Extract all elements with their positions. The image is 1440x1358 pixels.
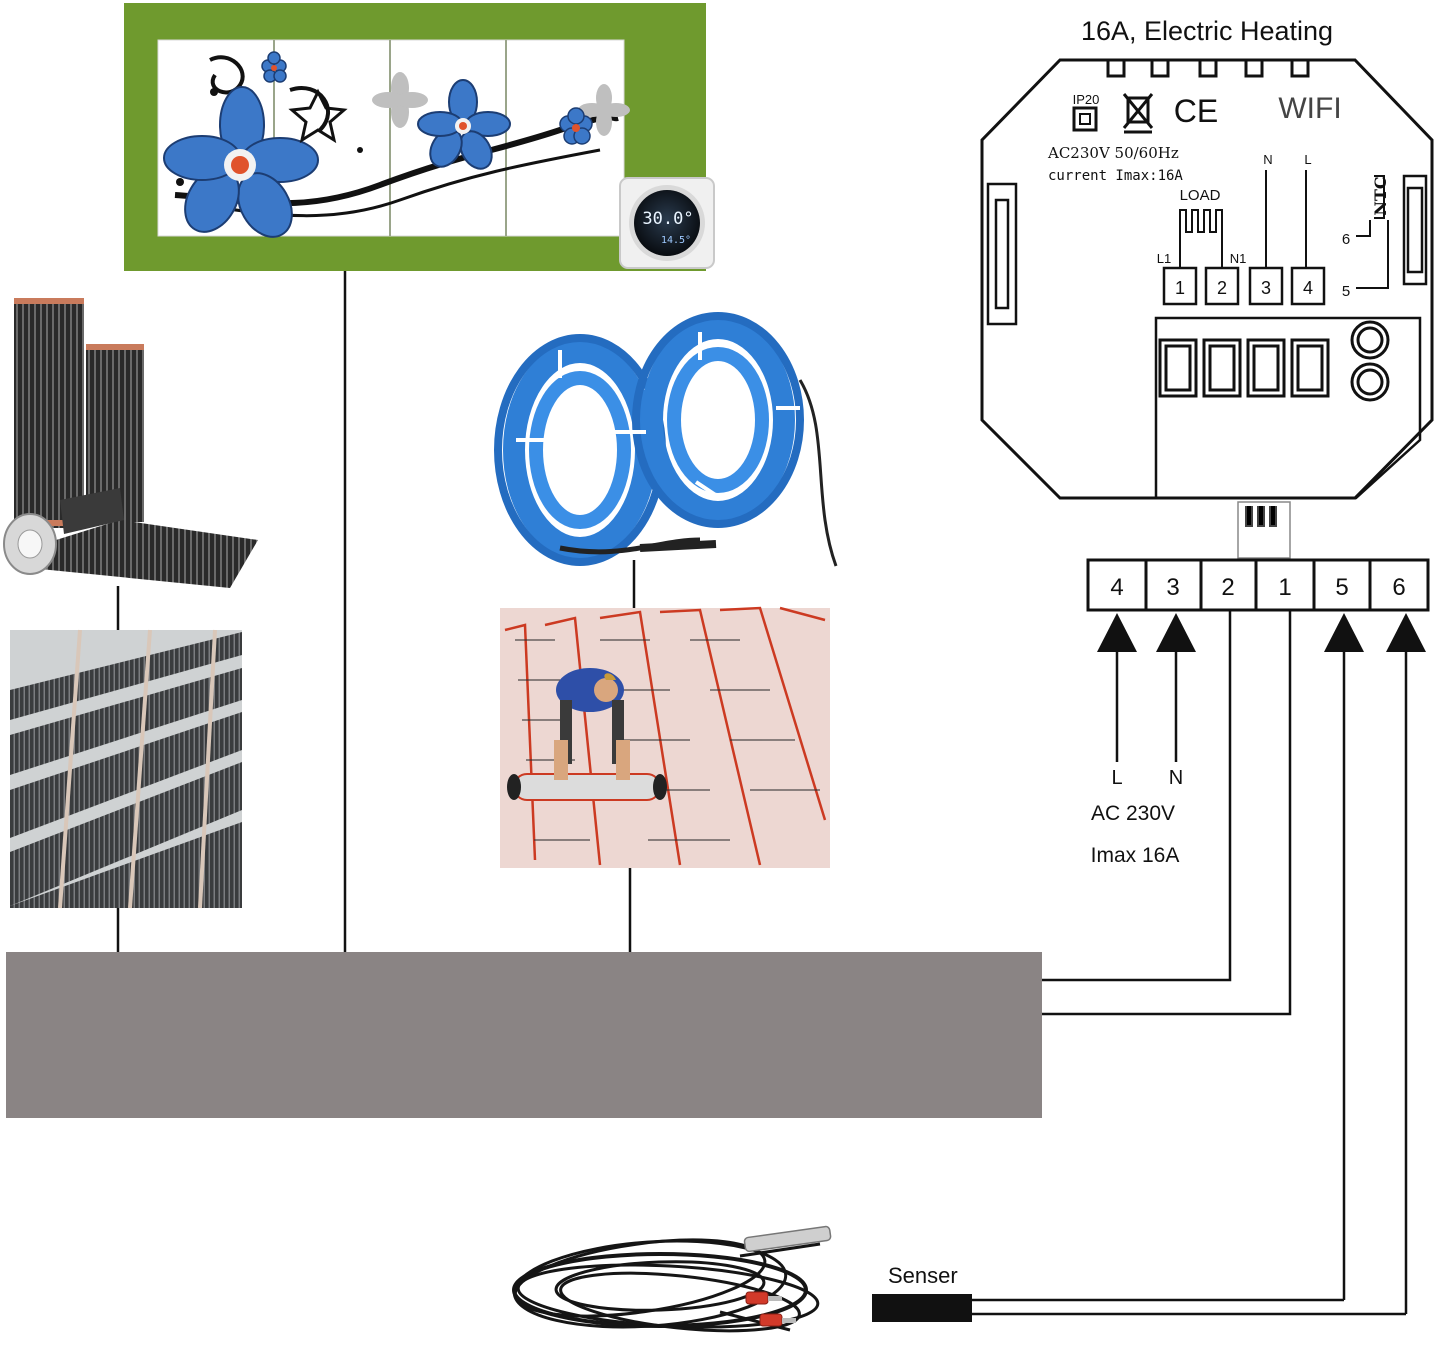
supply-voltage-label: AC 230V — [1091, 802, 1175, 825]
diagram-title: 16A, Electric Heating — [1081, 16, 1333, 46]
block-terminal-6: 6 — [1392, 574, 1405, 601]
device-terminal-2: 2 — [1217, 278, 1227, 298]
sensor-label: Senser — [888, 1263, 958, 1288]
load-wire-terminal-2 — [1042, 610, 1232, 982]
ce-mark-icon: CE — [1174, 93, 1218, 129]
n-label: N — [1263, 152, 1272, 167]
block-terminal-3: 3 — [1166, 574, 1179, 601]
wall-panel-photo: 30.0° 14.5° — [124, 3, 715, 271]
load-wire-terminal-1 — [1042, 610, 1292, 1016]
ip-rating-label: IP20 — [1073, 92, 1100, 107]
load-coil-icon — [1179, 209, 1223, 268]
heating-mat-installation-photo — [500, 606, 830, 868]
device-terminal-1: 1 — [1175, 278, 1185, 298]
thermostat-temperature: 30.0° — [642, 209, 693, 229]
arrow-up-icon — [1386, 613, 1426, 652]
load-label: LOAD — [1180, 187, 1221, 204]
heating-film-rolls-photo — [3, 298, 258, 588]
load-wires — [1042, 610, 1292, 1016]
ntc-pin-6: 6 — [1342, 231, 1350, 248]
power-spec-label: AC230V 50/60Hz — [1047, 144, 1179, 162]
connection-lines — [116, 271, 636, 958]
block-terminal-2: 2 — [1221, 574, 1234, 601]
block-terminal-4: 4 — [1110, 574, 1123, 601]
supply-current-label: Imax 16A — [1091, 844, 1180, 867]
wifi-label: WIFI — [1278, 92, 1341, 125]
device-terminal-4: 4 — [1303, 278, 1313, 298]
power-supply-arrows: L N AC 230V Imax 16A — [1091, 613, 1196, 867]
thermostat-back-view: IP20 CE WIFI AC230V 50/60Hz current Imax… — [980, 58, 1434, 559]
ntc-pin-5: 5 — [1342, 283, 1350, 300]
block-terminal-1: 1 — [1278, 574, 1291, 601]
supply-l-label: L — [1111, 767, 1122, 789]
flower-medium — [417, 79, 511, 170]
arrow-up-icon — [1324, 613, 1364, 652]
double-insulation-icon — [1072, 106, 1098, 132]
ntc-label: NTC — [1371, 176, 1390, 215]
flower-large — [163, 86, 319, 238]
arrow-up-icon — [1156, 613, 1196, 652]
thermostat-secondary-reading: 14.5° — [661, 235, 691, 246]
weee-bin-icon — [1122, 93, 1154, 134]
connector-block: 4 3 2 1 5 6 — [1086, 558, 1430, 612]
block-terminal-5: 5 — [1335, 574, 1348, 601]
wall-thermostat: 30.0° 14.5° — [619, 177, 715, 269]
sensor-cable-photo — [512, 1225, 832, 1333]
sensor-probe — [872, 1294, 972, 1322]
heating-film-floor-photo — [10, 629, 242, 909]
l-label: L — [1304, 152, 1311, 167]
current-spec-label: current Imax:16A — [1048, 168, 1183, 184]
sensor-wires: Senser — [872, 613, 1426, 1322]
n1-label: N1 — [1230, 251, 1247, 266]
arrow-up-icon — [1097, 613, 1137, 652]
l1-label: L1 — [1157, 251, 1171, 266]
device-terminal-3: 3 — [1261, 278, 1271, 298]
heating-cable-coils-photo — [494, 312, 838, 567]
floor-slab — [6, 952, 1042, 1118]
supply-n-label: N — [1169, 767, 1183, 789]
